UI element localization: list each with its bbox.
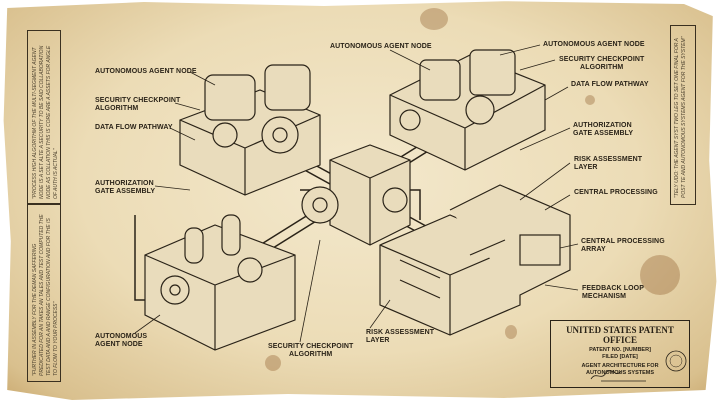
coffee-stain (585, 95, 595, 105)
agent-node-bottom-left (144, 214, 296, 351)
label-line: AUTHORIZATION (573, 122, 632, 129)
side-note-right: "TELY UDO: THE AGENT SYST TWO LEG TO SET… (670, 25, 696, 205)
filed-date: FILED [DATE] (602, 354, 638, 360)
patent-office-heading: UNITED STATES PATENT OFFICE (566, 325, 674, 345)
side-note-text: "FURTHER IN ASSEMBLY FOR THE DEMAN SAFFE… (32, 214, 59, 376)
label-line: AGENT NODE (95, 341, 143, 348)
label-autonomous-agent-node: AUTONOMOUS AGENT NODE (543, 41, 645, 48)
label-line: ALGORITHM (289, 351, 333, 358)
central-hub (301, 144, 411, 246)
side-note-left-bottom: "FURTHER IN ASSEMBLY FOR THE DEMAN SAFFE… (27, 203, 61, 382)
leader-lines (134, 44, 579, 343)
label-line: LAYER (366, 337, 390, 344)
agent-node-top-left (179, 64, 321, 196)
label-line: MECHANISM (582, 293, 627, 300)
patent-title-block: UNITED STATES PATENT OFFICE PATENT NO. [… (550, 320, 690, 388)
label-line: SECURITY CHECKPOINT (268, 343, 354, 350)
label-line: RISK ASSESSMENT (366, 329, 435, 336)
label-autonomous-agent-node: AUTONOMOUS AGENT NODE (330, 43, 432, 50)
label-data-flow-pathway: DATA FLOW PATHWAY (95, 124, 173, 131)
label-line: ALGORITHM (580, 64, 624, 71)
label-line: ARRAY (581, 246, 606, 253)
coffee-stain (420, 8, 448, 30)
label-line: GATE ASSEMBLY (95, 188, 156, 195)
label-central-processing: CENTRAL PROCESSING (574, 189, 658, 196)
patent-title: AGENT ARCHITECTURE FOR (581, 363, 659, 369)
label-line: LAYER (574, 164, 598, 171)
label-line: AUTONOMOUS (95, 333, 148, 340)
patent-number: PATENT NO. [NUMBER] (589, 347, 651, 353)
label-line: GATE ASSEMBLY (573, 130, 634, 137)
coffee-stain (505, 325, 517, 339)
label-autonomous-agent-node: AUTONOMOUS AGENT NODE (95, 68, 197, 75)
label-line: SECURITY CHECKPOINT (559, 56, 645, 63)
label-data-flow-pathway: DATA FLOW PATHWAY (571, 81, 649, 88)
seal-icon (665, 350, 687, 372)
central-processing-unit (379, 184, 571, 336)
coffee-stain (265, 355, 281, 371)
coffee-stain (640, 255, 680, 295)
label-line: RISK ASSESSMENT (574, 156, 643, 163)
agent-node-top-right (389, 49, 546, 171)
patent-title: AUTONOMOUS SYSTEMS (585, 370, 655, 376)
label-line: FEEDBACK LOOP (582, 285, 644, 292)
side-note-text: "PROCESS HIGH ALGORITHM OF THE MULTI-SEG… (32, 45, 59, 199)
label-line: SECURITY CHECKPOINT (95, 97, 181, 104)
signature-and-seal (590, 350, 687, 382)
label-line: CENTRAL PROCESSING (581, 238, 665, 245)
side-note-left-top: "PROCESS HIGH ALGORITHM OF THE MULTI-SEG… (27, 30, 61, 205)
label-line: AUTHORIZATION (95, 180, 154, 187)
side-note-text: "TELY UDO: THE AGENT SYST TWO LEG TO SET… (674, 36, 687, 198)
label-line: ALGORITHM (95, 105, 139, 112)
